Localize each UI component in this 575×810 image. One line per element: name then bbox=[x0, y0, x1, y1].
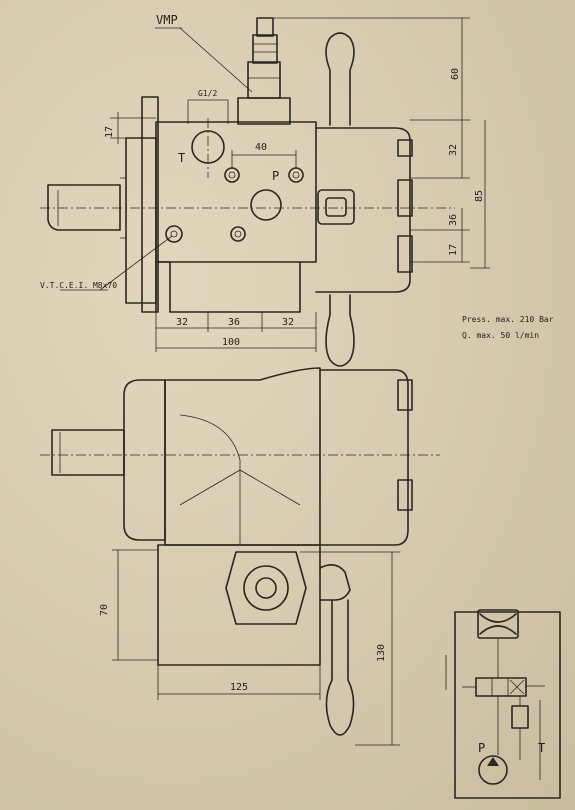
shaft bbox=[47, 184, 121, 231]
label-flow: Q. max. 50 l/min bbox=[462, 331, 539, 340]
front-valve-block bbox=[157, 544, 321, 666]
directional-valve bbox=[475, 677, 527, 697]
side-rear-body bbox=[319, 369, 409, 546]
hydraulic-symbol bbox=[445, 609, 561, 799]
vmp-base bbox=[237, 97, 291, 125]
valve-block bbox=[155, 121, 317, 263]
label-thread: G1/2 bbox=[198, 89, 217, 98]
top-view bbox=[40, 17, 455, 367]
dim-32-a: 32 bbox=[176, 317, 188, 328]
lever-pivot bbox=[317, 189, 355, 225]
side-housing bbox=[164, 367, 321, 546]
pump-body bbox=[315, 127, 411, 293]
text-labels: VMP G1/2 T P V.T.C.E.I. M8x70 Press. max… bbox=[40, 13, 554, 755]
dim-100: 100 bbox=[222, 337, 240, 348]
lever-handle-up bbox=[325, 32, 355, 126]
dim-36-b: 36 bbox=[228, 317, 240, 328]
lever-handle-down bbox=[325, 294, 355, 367]
dim-17-right: 17 bbox=[448, 244, 459, 256]
dim-130: 130 bbox=[376, 644, 387, 662]
dim-125: 125 bbox=[230, 682, 248, 693]
front-lever-handle bbox=[325, 599, 355, 736]
label-symbol-t: T bbox=[538, 741, 545, 755]
front-lever-pivot bbox=[319, 564, 351, 601]
flange-outer bbox=[141, 96, 159, 313]
port-p-circle bbox=[250, 189, 282, 221]
side-view bbox=[40, 367, 440, 546]
dim-36-right: 36 bbox=[448, 214, 459, 226]
hex-fitting bbox=[225, 551, 307, 625]
label-vmp: VMP bbox=[156, 13, 178, 27]
dim-32-c: 32 bbox=[282, 317, 294, 328]
dim-85: 85 bbox=[474, 190, 485, 202]
pump-symbol bbox=[478, 755, 508, 785]
top-dimensions bbox=[60, 17, 490, 352]
side-shaft bbox=[51, 429, 125, 476]
label-port-t: T bbox=[178, 151, 185, 165]
label-screws: V.T.C.E.I. M8x70 bbox=[40, 281, 117, 290]
label-pressure: Press. max. 210 Bar bbox=[462, 315, 554, 324]
label-port-p: P bbox=[272, 169, 279, 183]
block-lower bbox=[155, 261, 301, 313]
dim-70: 70 bbox=[99, 604, 110, 616]
dim-32-right: 32 bbox=[448, 144, 459, 156]
dim-60: 60 bbox=[450, 68, 461, 80]
label-symbol-p: P bbox=[478, 741, 485, 755]
front-view bbox=[112, 544, 400, 746]
side-flange bbox=[123, 379, 166, 541]
dim-17-top: 17 bbox=[104, 126, 115, 138]
dim-40: 40 bbox=[255, 142, 267, 153]
mounting-flange bbox=[125, 137, 157, 304]
